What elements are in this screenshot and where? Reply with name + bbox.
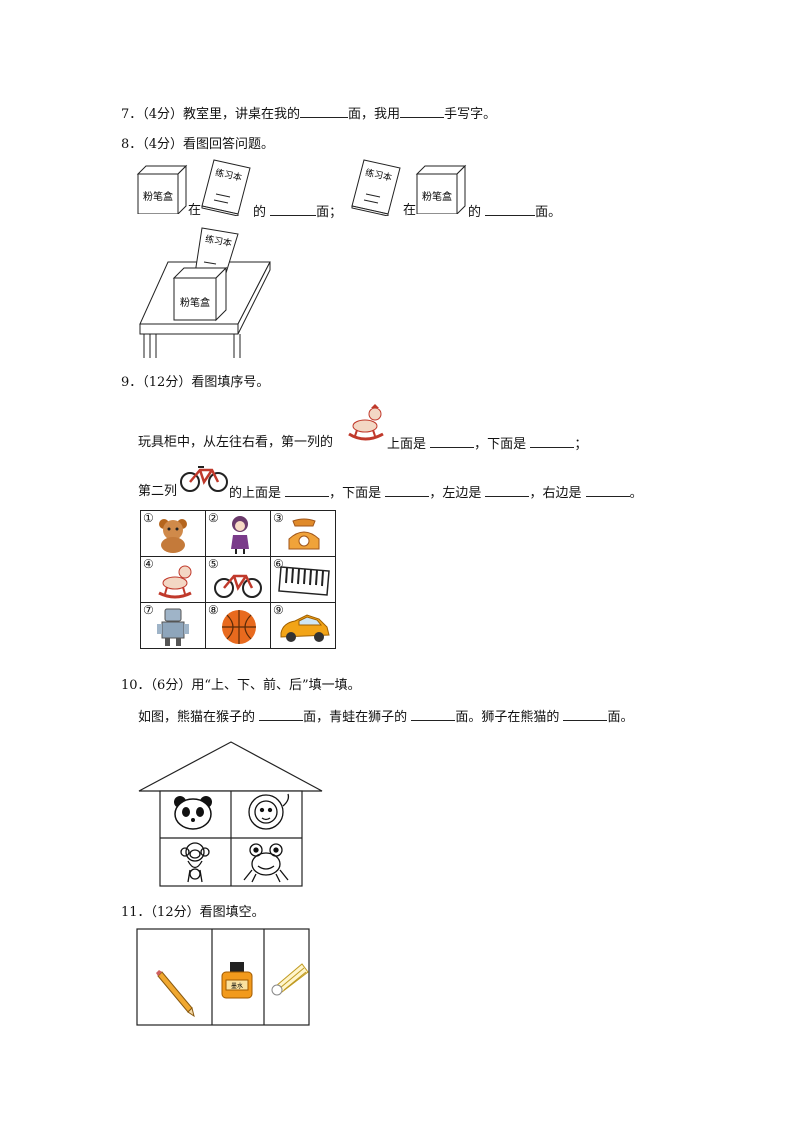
toy-cabinet-grid: ① ② ③ ④ <box>140 510 336 649</box>
answer-blank[interactable] <box>285 484 330 497</box>
grid-cell-7: ⑦ <box>140 602 206 649</box>
rocking-horse-icon <box>158 565 192 599</box>
lion-icon <box>248 793 290 830</box>
bicycle-icon <box>214 574 262 598</box>
svg-text:墨水: 墨水 <box>231 982 243 990</box>
shuttlecock-icon <box>271 963 309 996</box>
exercise-book-illustration: 练习本 <box>351 159 401 216</box>
telephone-icon <box>288 518 320 550</box>
grid-cell-9: ⑨ <box>270 602 336 649</box>
answer-blank[interactable] <box>585 484 630 497</box>
question-7: 7．（4分）教室里，讲桌在我的面，我用手写字。 <box>121 105 497 122</box>
chalk-box-illustration: 粉笔盒 <box>136 164 188 214</box>
items-table-illustration: 墨水 <box>136 928 310 1026</box>
teddy-bear-icon <box>159 519 187 553</box>
answer-blank[interactable] <box>300 105 349 118</box>
svg-text:粉笔盒: 粉笔盒 <box>422 190 452 203</box>
question-9-title: 9．（12分）看图填序号。 <box>121 375 270 390</box>
answer-blank[interactable] <box>530 435 575 448</box>
robot-icon <box>157 608 189 646</box>
frog-icon <box>243 843 289 883</box>
basketball-icon <box>222 610 256 644</box>
bicycle-icon <box>180 466 228 492</box>
grid-cell-2: ② <box>205 510 271 557</box>
chalk-box-illustration: 粉笔盒 <box>415 164 467 214</box>
svg-text:粉笔盒: 粉笔盒 <box>143 190 173 203</box>
toy-car-icon <box>280 614 330 642</box>
exercise-book-illustration: 练习本 <box>201 159 251 216</box>
question-10-title: 10．（6分）用“上、下、前、后”填一填。 <box>121 678 361 693</box>
question-11-title: 11．（12分）看图填空。 <box>121 905 265 920</box>
table-scene-illustration: 练习本 粉笔盒 <box>139 227 271 358</box>
doll-icon <box>231 516 249 554</box>
grid-cell-3: ③ <box>270 510 336 557</box>
pencil-icon <box>156 970 195 1018</box>
monkey-icon <box>180 842 210 883</box>
answer-blank[interactable] <box>563 708 608 721</box>
answer-blank[interactable] <box>485 203 536 216</box>
question-8-title: 8．（4分）看图回答问题。 <box>121 137 275 152</box>
answer-blank[interactable] <box>411 708 456 721</box>
answer-blank[interactable] <box>270 203 317 216</box>
answer-blank[interactable] <box>400 105 445 118</box>
grid-cell-5: ⑤ <box>205 556 271 603</box>
svg-text:粉笔盒: 粉笔盒 <box>180 296 210 309</box>
panda-icon <box>174 796 212 830</box>
rocking-horse-icon <box>348 404 384 441</box>
grid-cell-1: ① <box>140 510 206 557</box>
grid-cell-6: ⑥ <box>270 556 336 603</box>
answer-blank[interactable] <box>385 484 430 497</box>
answer-blank[interactable] <box>485 484 530 497</box>
ink-bottle-icon: 墨水 <box>221 962 253 999</box>
piano-keyboard-icon <box>278 566 330 596</box>
grid-cell-8: ⑧ <box>205 602 271 649</box>
animal-house-illustration <box>138 741 323 887</box>
answer-blank[interactable] <box>430 435 475 448</box>
grid-cell-4: ④ <box>140 556 206 603</box>
answer-blank[interactable] <box>259 708 304 721</box>
